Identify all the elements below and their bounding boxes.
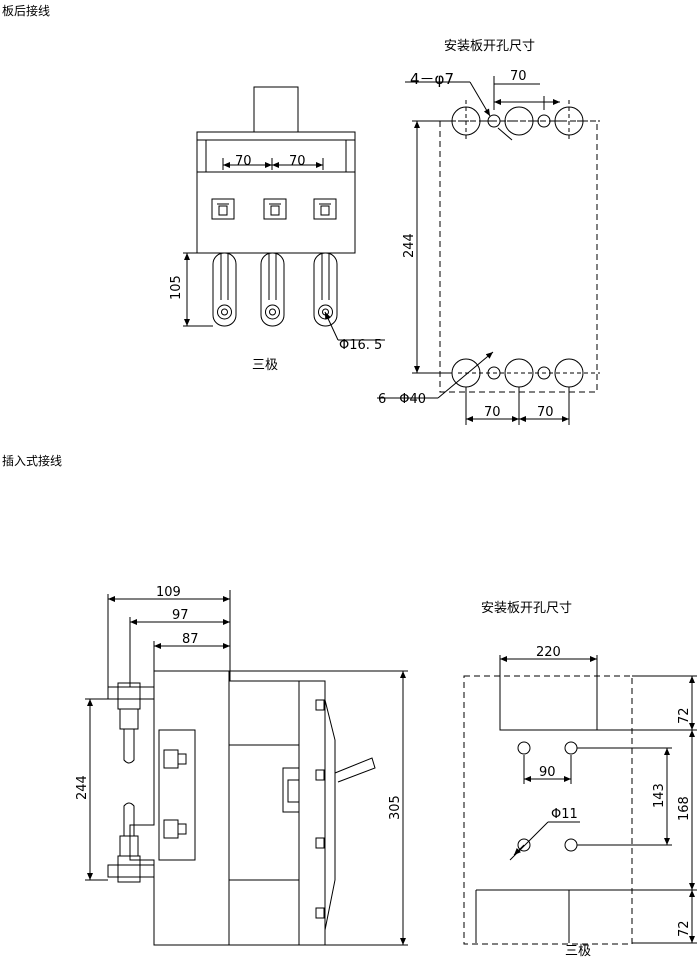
- terminal-slot: [211, 198, 235, 220]
- mount-hole: [517, 741, 531, 755]
- dim-bottom-a: 70: [484, 405, 501, 420]
- breaker-front-view: [183, 86, 385, 341]
- terminal-lead: [212, 252, 237, 327]
- caption-three-pole: 三极: [252, 358, 278, 373]
- dim-hole-diameter: Φ11: [551, 807, 578, 822]
- dim-pitch-b: 70: [289, 154, 306, 169]
- dim-height-right: 305: [388, 795, 403, 820]
- mount-hole: [517, 838, 531, 852]
- dim-terminal-hole: Φ16. 5: [339, 338, 382, 353]
- breaker-side-view: [85, 590, 408, 946]
- handle-side: [334, 757, 376, 783]
- dim-vertical-143: 143: [652, 783, 667, 808]
- terminal-lead: [260, 252, 285, 327]
- terminal-slot: [313, 198, 337, 220]
- dim-bottom-band: 72: [677, 920, 692, 937]
- large-hole: [504, 106, 534, 136]
- dim-109: 109: [156, 585, 181, 600]
- cutout-outline: [439, 120, 598, 393]
- dim-panel-height: 244: [402, 233, 417, 258]
- dim-87: 87: [182, 632, 199, 647]
- dim-middle-168: 168: [677, 796, 692, 821]
- dim-bottom-b: 70: [537, 405, 554, 420]
- dim-width-220: 220: [536, 645, 561, 660]
- dim-top-pitch: 70: [510, 69, 527, 84]
- section-heading-rear: 板后接线: [2, 4, 51, 18]
- mount-hole: [564, 838, 578, 852]
- cutout-outline-plugin: [463, 675, 633, 945]
- terminal-slot: [263, 198, 287, 220]
- panel-cutout-rear: [377, 76, 600, 425]
- dim-pitch-a: 70: [235, 154, 252, 169]
- panel-cutout-title: 安装板开孔尺寸: [444, 39, 535, 54]
- dim-height-left: 244: [75, 775, 90, 800]
- dim-top-band: 72: [677, 707, 692, 724]
- dim-large-holes: 6－Φ40: [378, 392, 426, 407]
- plug-plate: [158, 729, 196, 861]
- terminal-lead: [313, 252, 338, 327]
- breaker-body-side: [228, 680, 300, 946]
- dim-97: 97: [172, 608, 189, 623]
- caption-three-pole-plugin: 三极: [565, 944, 591, 959]
- dim-lead-length: 105: [169, 275, 184, 300]
- panel-cutout-title-plugin: 安装板开孔尺寸: [481, 601, 572, 616]
- section-heading-plugin: 插入式接线: [2, 454, 63, 468]
- dim-hole-spacing: 90: [539, 765, 556, 780]
- dim-small-holes: 4－φ7: [410, 70, 454, 88]
- handle: [253, 86, 299, 133]
- breaker-body: [196, 131, 356, 254]
- mount-hole: [564, 741, 578, 755]
- panel-cutout-plugin: [463, 655, 697, 945]
